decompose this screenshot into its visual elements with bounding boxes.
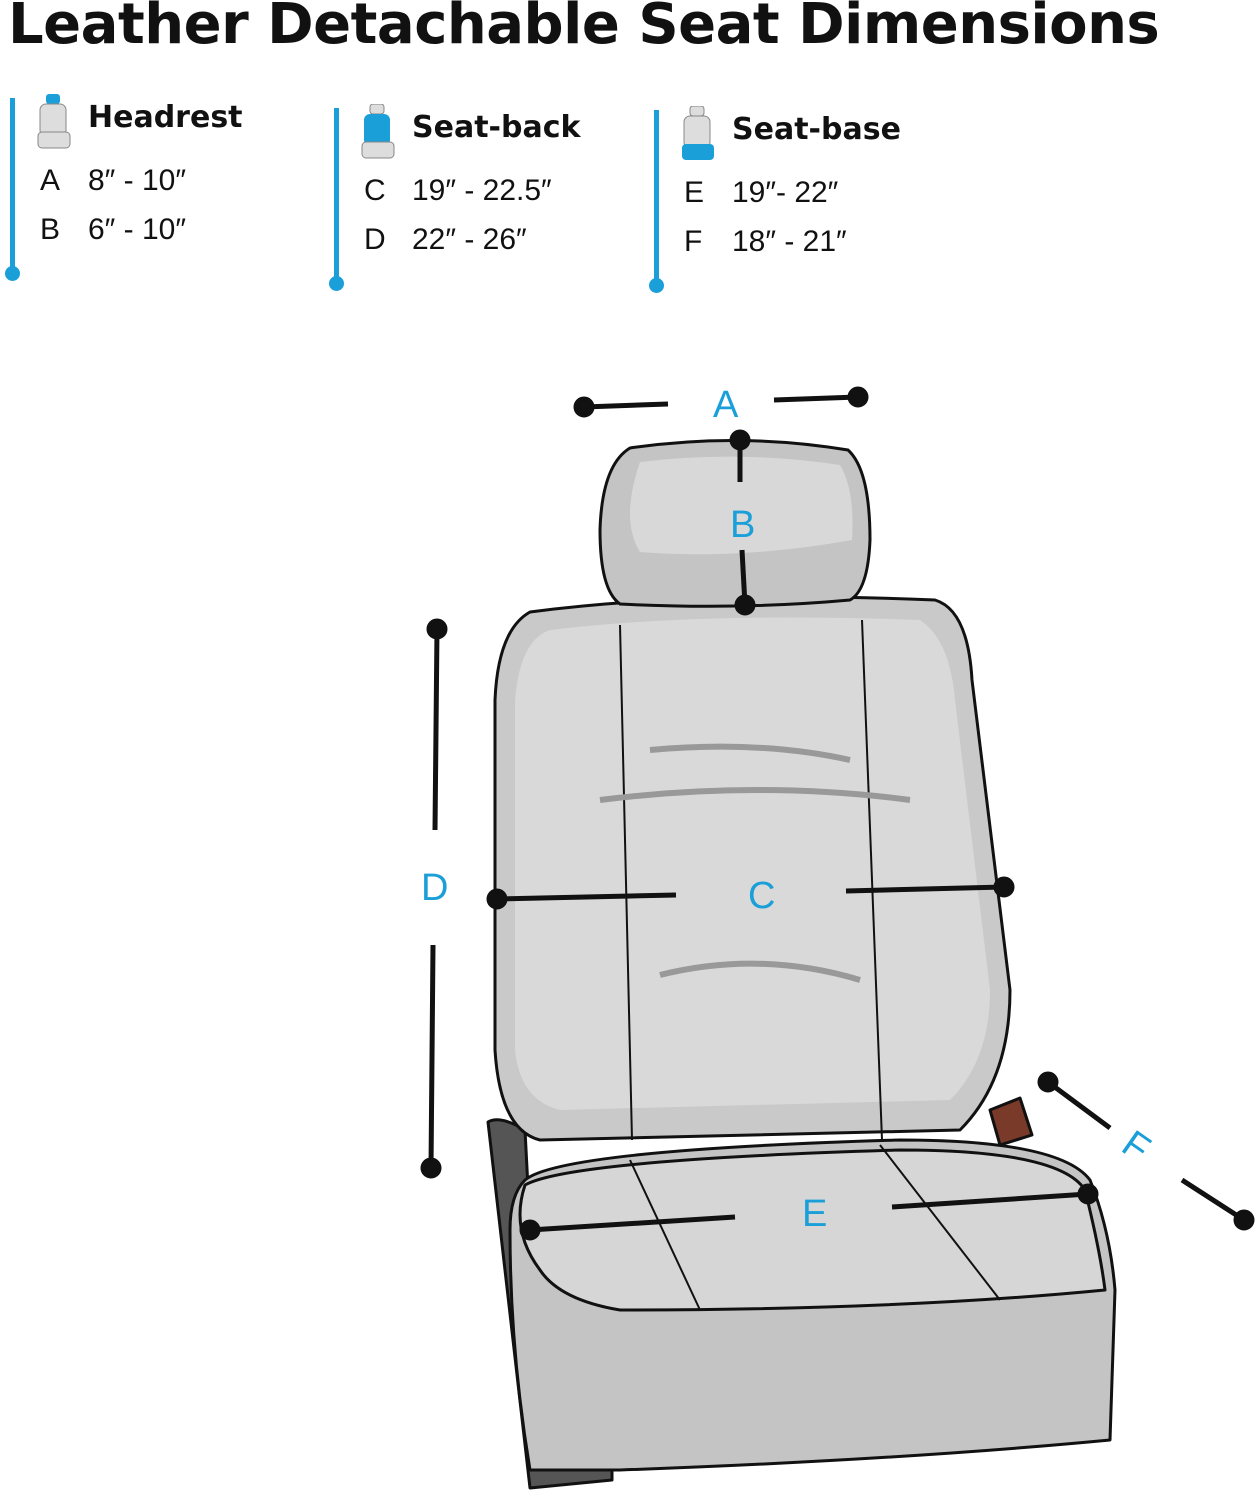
dimension-key: E <box>684 176 705 209</box>
dimension-value: 22″ - 26″ <box>412 223 527 256</box>
dimension-lines <box>420 386 1255 1241</box>
label-b: B <box>730 504 755 546</box>
dimension-key: D <box>364 223 386 256</box>
legend-dot <box>5 266 20 281</box>
legend-title: Seat-base <box>732 112 901 147</box>
dimension-key: B <box>40 213 61 246</box>
seat-drawing <box>486 438 1117 1490</box>
page-title: Leather Detachable Seat Dimensions <box>8 0 1160 57</box>
legend-bar <box>654 110 659 282</box>
legend-bar <box>334 108 339 280</box>
legend-title: Seat-back <box>412 110 581 145</box>
legend-title: Headrest <box>88 100 243 135</box>
dimension-value: 19″ - 22.5″ <box>412 174 552 207</box>
legend-dot <box>329 276 344 291</box>
seat-back-highlight-icon <box>361 104 395 159</box>
label-c: C <box>748 875 775 917</box>
legend-dot <box>649 278 664 293</box>
dimension-value: 18″ - 21″ <box>732 225 847 258</box>
label-f: F <box>1114 1123 1157 1171</box>
legend-row: C 19″ - 22.5″ <box>364 174 552 208</box>
dimension-key: C <box>364 174 386 207</box>
label-a: A <box>713 384 739 426</box>
dimension-value: 19″- 22″ <box>732 176 839 209</box>
legend-row: E 19″- 22″ <box>684 176 838 210</box>
dimension-key: F <box>684 225 703 258</box>
seat-headrest-highlight-icon <box>37 94 71 149</box>
dimension-key: A <box>40 164 61 197</box>
legend-row: F 18″ - 21″ <box>684 225 847 259</box>
legend-bar <box>10 98 15 270</box>
dimension-value: 6″ - 10″ <box>88 213 186 246</box>
seat-base-highlight-icon <box>682 106 714 160</box>
label-d: D <box>421 867 448 909</box>
legend-row: A 8″ - 10″ <box>40 164 186 198</box>
label-e: E <box>802 1193 827 1235</box>
dimension-value: 8″ - 10″ <box>88 164 186 197</box>
legend-row: D 22″ - 26″ <box>364 223 527 257</box>
legend-row: B 6″ - 10″ <box>40 213 186 247</box>
